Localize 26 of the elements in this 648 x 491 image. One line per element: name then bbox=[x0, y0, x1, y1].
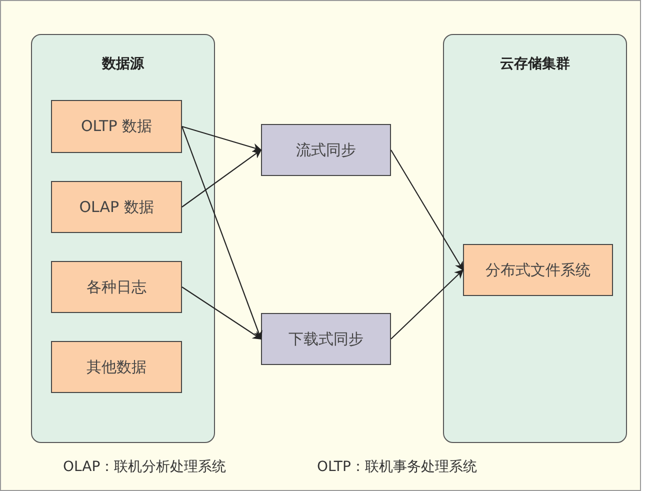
box-label: 各种日志 bbox=[86, 278, 146, 296]
arrow bbox=[182, 149, 262, 208]
arrow bbox=[182, 126, 262, 152]
group-panel bbox=[31, 34, 215, 443]
process-box bbox=[51, 261, 182, 313]
group-title: 数据源 bbox=[102, 55, 144, 73]
arrow bbox=[390, 269, 464, 340]
group-panel bbox=[443, 34, 627, 443]
box-label: 下载式同步 bbox=[288, 330, 364, 348]
group-title: 云存储集群 bbox=[500, 55, 570, 73]
box-label: OLTP 数据 bbox=[80, 117, 152, 136]
box-label: OLAP 数据 bbox=[79, 198, 154, 216]
process-box bbox=[51, 100, 182, 153]
box-label: 流式同步 bbox=[296, 140, 356, 160]
footnote: OLAP：联机分析处理系统 bbox=[63, 458, 226, 476]
arrow bbox=[181, 126, 262, 340]
process-box bbox=[261, 124, 391, 176]
arrow bbox=[390, 150, 464, 271]
process-box bbox=[51, 181, 182, 233]
process-box bbox=[463, 244, 613, 296]
footnote: OLTP：联机事务处理系统 bbox=[317, 458, 477, 476]
box-label: 分布式文件系统 bbox=[486, 260, 590, 280]
process-box bbox=[51, 341, 182, 393]
process-box bbox=[261, 313, 391, 365]
arrow bbox=[182, 286, 262, 340]
box-label: 其他数据 bbox=[86, 358, 146, 376]
